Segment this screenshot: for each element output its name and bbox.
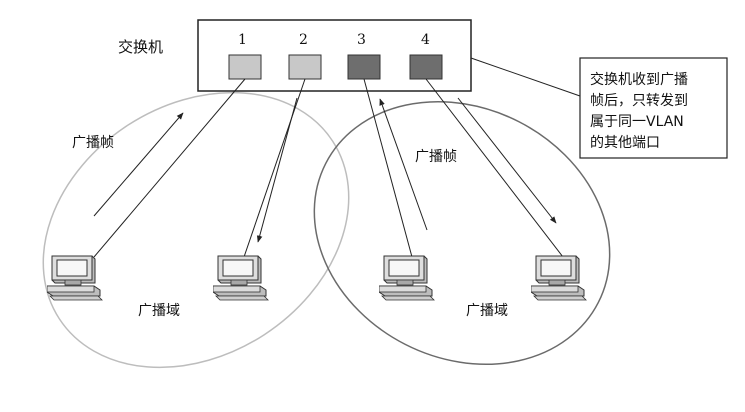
broadcast-frame-label-right: 广播帧 xyxy=(415,149,457,165)
broadcast-domain-label-right: 广播域 xyxy=(466,303,508,319)
link-port4-pc4 xyxy=(425,78,564,258)
link-port1-pc1 xyxy=(93,78,246,258)
port-number-4: 4 xyxy=(421,32,430,48)
arrow-pc1-to-port1 xyxy=(93,112,184,217)
arrow-pc3-to-port3 xyxy=(379,98,428,231)
switch-port-3 xyxy=(347,54,381,80)
switch-port-1 xyxy=(228,54,262,80)
callout-line-4: 的其他端口 xyxy=(590,135,660,151)
port-number-3: 3 xyxy=(357,32,366,48)
arrow-port2-to-pc2 xyxy=(256,97,298,243)
broadcast-domain-right-outline xyxy=(313,100,611,366)
callout-leader-line xyxy=(470,57,581,97)
switch-label: 交换机 xyxy=(118,38,163,56)
callout-box xyxy=(579,57,728,159)
broadcast-frame-label-left: 广播帧 xyxy=(72,135,114,151)
link-port2-pc2 xyxy=(243,78,306,258)
broadcast-domain-label-left: 广播域 xyxy=(138,303,180,319)
port-number-1: 1 xyxy=(238,32,247,48)
desktop-computer-icon-pc1 xyxy=(47,255,103,301)
port-number-2: 2 xyxy=(299,32,308,48)
callout-line-2: 帧后，只转发到 xyxy=(590,93,688,109)
switch-port-4 xyxy=(409,54,443,80)
desktop-computer-icon-pc3 xyxy=(379,255,435,301)
arrow-port4-to-pc4 xyxy=(457,97,557,224)
broadcast-domain-left-outline xyxy=(42,91,350,369)
desktop-computer-icon-pc2 xyxy=(213,255,269,301)
switch-port-2 xyxy=(288,54,322,80)
callout-line-1: 交换机收到广播 xyxy=(590,71,688,88)
link-port3-pc3 xyxy=(363,78,413,258)
desktop-computer-icon-pc4 xyxy=(531,255,587,301)
callout-line-3: 属于同一VLAN xyxy=(590,114,684,130)
